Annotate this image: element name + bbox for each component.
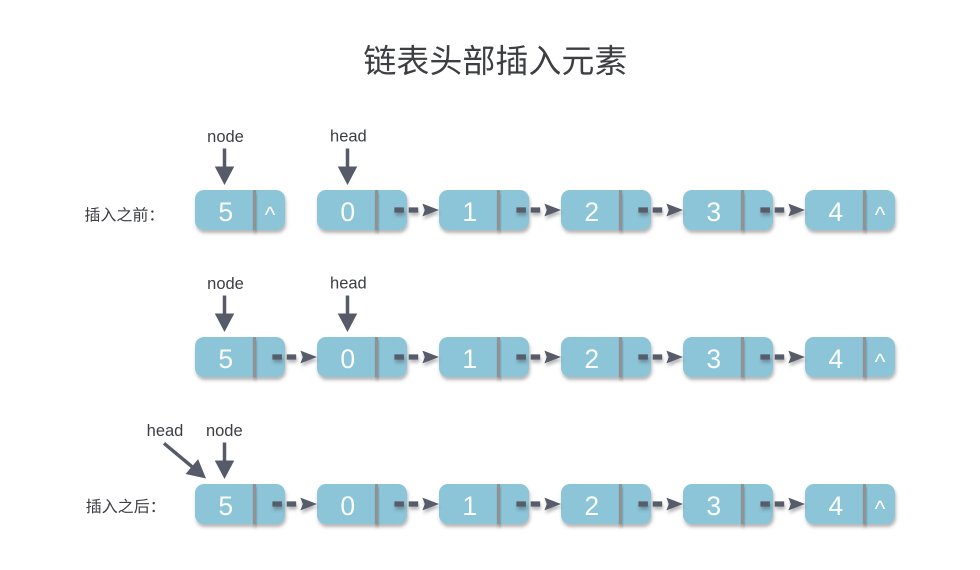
svg-text:^: ^ <box>875 496 886 522</box>
svg-text:^: ^ <box>875 202 886 228</box>
svg-text:0: 0 <box>340 197 355 227</box>
svg-text:node: node <box>207 275 244 293</box>
svg-text:3: 3 <box>706 344 721 374</box>
svg-text:node: node <box>206 422 243 440</box>
svg-text:2: 2 <box>584 197 599 227</box>
svg-text:3: 3 <box>706 197 721 227</box>
svg-text:4: 4 <box>828 197 843 227</box>
svg-text:0: 0 <box>340 344 355 374</box>
svg-text:2: 2 <box>584 491 599 521</box>
svg-text:3: 3 <box>706 491 721 521</box>
svg-text:node: node <box>207 128 244 146</box>
svg-text:^: ^ <box>875 349 886 375</box>
svg-text:head: head <box>330 274 367 292</box>
svg-text:2: 2 <box>584 344 599 374</box>
svg-text:1: 1 <box>462 197 477 227</box>
svg-text:5: 5 <box>218 197 233 227</box>
svg-text:^: ^ <box>265 202 276 228</box>
svg-text:1: 1 <box>462 344 477 374</box>
svg-text:head: head <box>330 127 367 145</box>
svg-text:5: 5 <box>218 491 233 521</box>
svg-text:0: 0 <box>340 491 355 521</box>
svg-text:4: 4 <box>828 491 843 521</box>
svg-text:5: 5 <box>218 344 233 374</box>
svg-text:4: 4 <box>828 344 843 374</box>
svg-text:head: head <box>147 422 184 440</box>
svg-text:1: 1 <box>462 491 477 521</box>
